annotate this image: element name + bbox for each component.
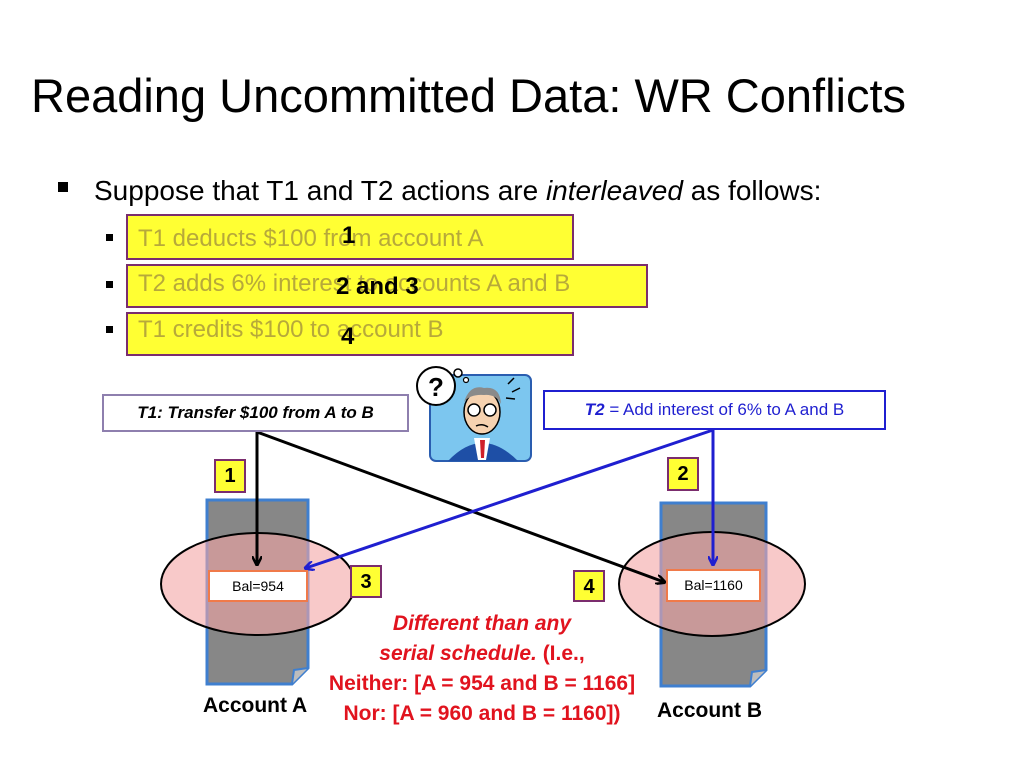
step-3-order: 4 [341,323,355,350]
t2-label-name: T2 [584,400,605,419]
thought-bubble: ? [416,366,470,406]
note-line-2: serial schedule. (I.e., [379,642,585,665]
slide-title: Reading Uncommitted Data: WR Conflicts [31,69,907,122]
t1-label: T1: Transfer $100 from A to B [102,394,409,432]
t1-to-b-arrow [256,430,664,582]
account-a-balance: Bal=954 [208,570,308,602]
note-line-3: Neither: [A = 954 and B = 1166] [328,672,636,695]
bullet-marker [58,182,68,192]
t2-to-a-arrow [306,428,714,568]
badge-1: 1 [214,459,246,493]
badge-4: 4 [573,570,605,602]
sub-bullet-marker [106,234,113,241]
step-1-text: T1 deducts $100 from account A [138,225,484,252]
step-2-text: T2 adds 6% interest to accounts A and B [138,270,571,297]
note-line-4: Nor: [A = 960 and B = 1160]) [343,702,621,725]
badge-2: 2 [667,457,699,491]
account-b-label: Account B [657,699,762,722]
sub-bullet-marker [106,281,113,288]
step-2-box [126,264,648,308]
t1-label-text: T1: Transfer $100 from A to B [137,403,374,422]
step-2-order: 2 and 3 [336,273,419,300]
account-b-balance: Bal=1160 [666,569,761,602]
sub-bullet-marker [106,326,113,333]
main-bullet-suffix: as follows: [682,175,822,206]
thinking-question-mark: ? [428,372,444,402]
thinking-man-icon [429,374,532,462]
main-bullet-text: Suppose that T1 and T2 actions are inter… [94,171,821,211]
note-line-1: Different than any [392,612,572,635]
badge-3: 3 [350,565,382,598]
main-bullet-emphasis: interleaved [545,175,683,206]
t2-label-rest: = Add interest of 6% to A and B [604,400,845,419]
account-a-label: Account A [203,694,308,717]
anomaly-note: Different than any serial schedule. (I.e… [308,609,656,729]
step-1-order: 1 [342,222,356,249]
t2-label: T2 = Add interest of 6% to A and B [543,390,886,430]
step-3-box [126,312,574,356]
step-1-box [126,214,574,260]
step-3-text: T1 credits $100 to account B [138,316,444,343]
main-bullet-prefix: Suppose that T1 and T2 actions are [94,175,546,206]
